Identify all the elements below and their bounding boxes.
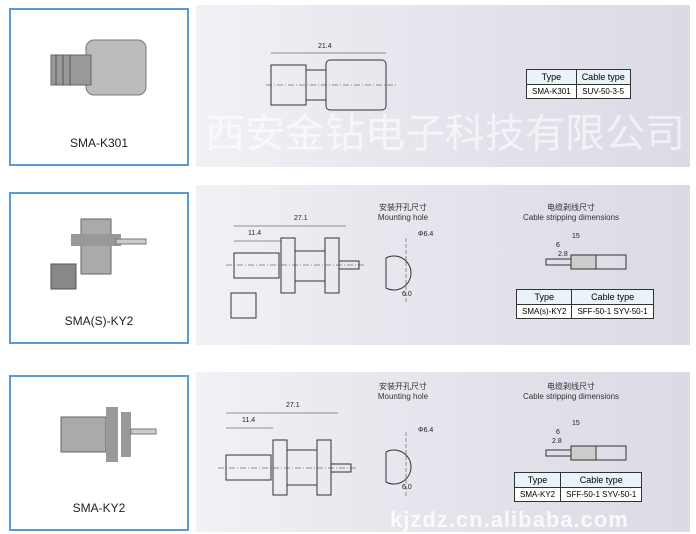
strip-6: 6 (556, 429, 560, 436)
technical-drawing (226, 225, 366, 319)
product-name: SMA-K301 (69, 136, 129, 150)
length-dimension: 27.1 (294, 215, 308, 222)
hole-flat: 6.0 (402, 291, 412, 298)
header-cable-type: Cable type (571, 289, 654, 305)
hole-diameter: Φ6.4 (418, 427, 434, 434)
connector-image (50, 218, 147, 290)
strip-15: 15 (572, 233, 580, 240)
header-type: Type (526, 69, 577, 85)
stripping-drawing (545, 445, 627, 461)
mount-title-cn: 安装开孔尺寸 (379, 382, 427, 391)
strip-6: 6 (556, 242, 560, 249)
length-dimension: 21.4 (318, 43, 332, 50)
strip-title-cn: 电缆剥线尺寸 (547, 382, 595, 391)
hole-flat: 6.0 (402, 484, 412, 491)
mount-title-en: Mounting hole (377, 392, 429, 401)
product-photo-sma-s-ky2: SMA(S)-KY2 (9, 192, 189, 344)
cell-type: SMA(s)-KY2 (515, 304, 573, 319)
product-name: SMA(S)-KY2 (64, 314, 134, 328)
hole-diameter: Φ6.4 (418, 231, 434, 238)
company-watermark: 西安金钻电子科技有限公司 (205, 112, 685, 156)
cell-cable: SFF-50-1 SYV-50-1 (571, 304, 654, 319)
header-cable-type: Cable type (575, 69, 631, 85)
product-photo-sma-k301: SMA-K301 (9, 8, 189, 166)
strip-2-8: 2.8 (558, 251, 568, 258)
inner-dimension: 11.4 (248, 230, 262, 237)
connector-image (60, 407, 157, 462)
strip-title-cn: 电缆剥线尺寸 (547, 203, 595, 212)
strip-2-8: 2.8 (552, 438, 562, 445)
technical-drawing (266, 52, 396, 111)
length-dimension: 27.1 (286, 402, 300, 409)
url-watermark: kjzdz.cn.alibaba.com (390, 507, 629, 532)
mounting-hole-drawing (385, 238, 412, 303)
cell-type: SMA-KY2 (513, 487, 562, 502)
inner-dimension: 11.4 (242, 417, 256, 424)
connector-image (50, 39, 147, 96)
cell-cable: SUV-50-3-5 (575, 84, 631, 99)
technical-drawing (218, 412, 358, 496)
product-name: SMA-KY2 (72, 501, 126, 515)
cell-cable: SFF-50-1 SYV-50-1 (560, 487, 643, 502)
mount-title-cn: 安装开孔尺寸 (379, 203, 427, 212)
strip-title-en: Cable stripping dimensions (522, 213, 620, 222)
stripping-drawing (545, 254, 627, 270)
mounting-hole-drawing (385, 432, 412, 497)
strip-title-en: Cable stripping dimensions (522, 392, 620, 401)
header-type: Type (513, 472, 562, 488)
header-type: Type (515, 289, 573, 305)
cell-type: SMA-K301 (526, 84, 577, 99)
mount-title-en: Mounting hole (377, 213, 429, 222)
strip-15: 15 (572, 420, 580, 427)
product-photo-sma-ky2: SMA-KY2 (9, 375, 189, 531)
header-cable-type: Cable type (560, 472, 643, 488)
